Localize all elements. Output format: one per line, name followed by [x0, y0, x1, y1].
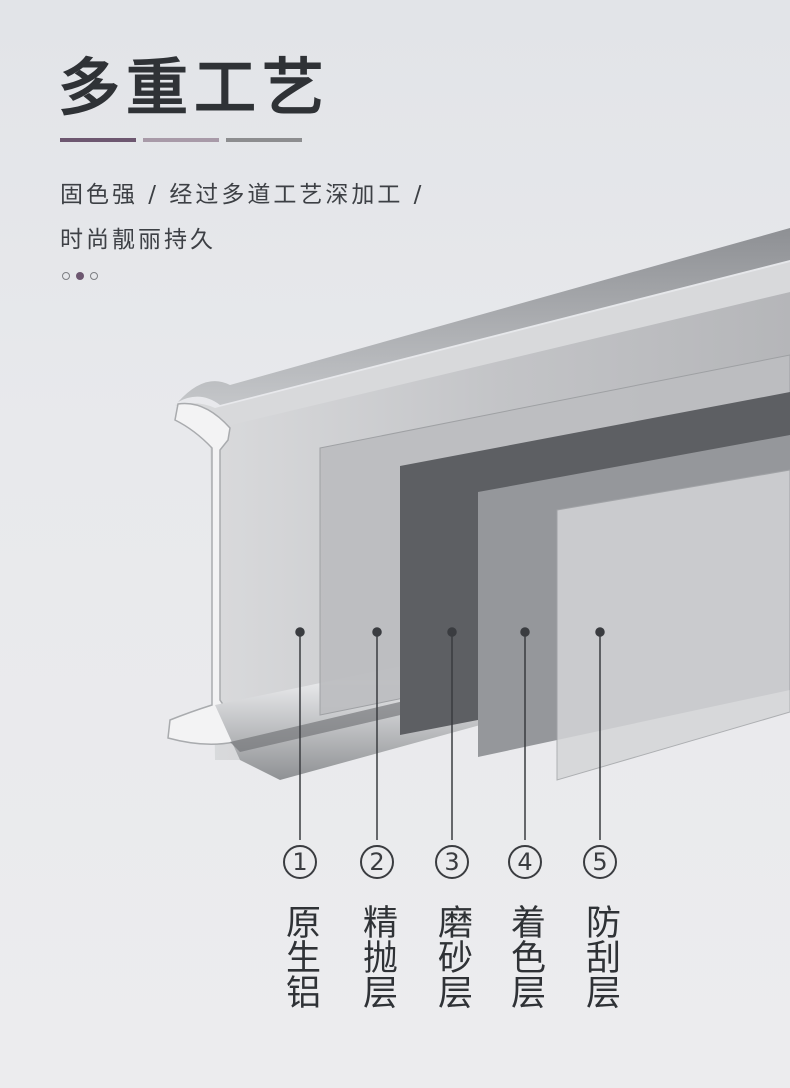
layer-name: 磨砂层	[432, 903, 472, 1009]
page-title: 多重工艺	[58, 51, 331, 124]
layer-number-badge: 5	[583, 845, 617, 879]
profile-cross-section	[167, 402, 235, 745]
pointer-lines	[295, 627, 605, 840]
layer-panel-scratch-resistant	[556, 469, 790, 781]
pagination-dots	[62, 272, 98, 280]
layer-number-badge: 2	[360, 845, 394, 879]
layer-label-colored: 4 着色层	[503, 845, 547, 1021]
title-underline-segment	[60, 138, 136, 142]
profile-top-flange	[175, 228, 790, 430]
layer-name: 着色层	[505, 903, 545, 1009]
layer-label-polished: 2 精抛层	[355, 845, 399, 1021]
title-underline-segment	[226, 138, 302, 142]
layer-label-scratch-resistant: 5 防刮层	[578, 845, 622, 1021]
pagination-dot[interactable]	[90, 272, 98, 280]
layer-name: 精抛层	[357, 903, 397, 1009]
layer-label-frosted: 3 磨砂层	[430, 845, 474, 1021]
layer-label-raw-aluminum: 1 原生铝	[278, 845, 322, 1021]
layer-number-badge: 3	[435, 845, 469, 879]
title-underline-segment	[143, 138, 219, 142]
layer-number-badge: 1	[283, 845, 317, 879]
layer-number-badge: 4	[508, 845, 542, 879]
layer-name: 原生铝	[280, 903, 320, 1009]
subtitle-line: 时尚靓丽持久	[60, 227, 216, 253]
subtitle-line: 固色强 / 经过多道工艺深加工 /	[60, 182, 425, 208]
pagination-dot-active[interactable]	[76, 272, 84, 280]
pagination-dot[interactable]	[62, 272, 70, 280]
layer-name: 防刮层	[580, 903, 620, 1009]
